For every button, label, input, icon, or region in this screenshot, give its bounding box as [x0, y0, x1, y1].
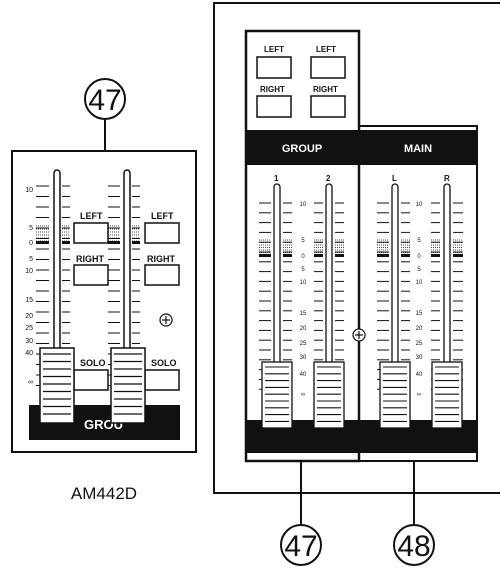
main-header-label: MAIN — [404, 143, 432, 155]
left-scale-label: 25 — [25, 325, 33, 332]
main-header-strip — [359, 130, 477, 165]
right-zero-mark — [335, 254, 344, 257]
right-scale-label: 15 — [416, 311, 423, 317]
right-scale-label: 0 — [301, 254, 305, 260]
callout-48-number: 48 — [397, 530, 430, 563]
left-btn-left-1[interactable] — [73, 222, 109, 244]
group-btn-right-2-label: RIGHT — [313, 85, 338, 94]
right-scale-label: 25 — [300, 341, 307, 347]
callout-47-number: 47 — [284, 530, 317, 563]
left-scale-label: 10 — [25, 268, 33, 275]
left-callout-number: 47 — [88, 84, 121, 117]
right-zero-mark — [283, 254, 292, 257]
left-scale-label: 20 — [25, 313, 33, 320]
right-scale-label: 40 — [416, 372, 423, 378]
right-zero-mark — [401, 254, 410, 257]
group-btn-right-1[interactable] — [256, 95, 292, 118]
right-scale-label: 5 — [301, 267, 305, 273]
left-zero-mark — [36, 241, 49, 244]
left-btn-right-2-label: RIGHT — [147, 254, 176, 264]
right-scale-label: 5 — [417, 267, 421, 273]
group-header-label: GROUP — [282, 143, 322, 155]
channel-label-2: 2 — [326, 174, 331, 183]
left-btn-right-1[interactable] — [73, 264, 109, 286]
right-scale-label: 30 — [416, 355, 423, 361]
right-scale-label: 40 — [300, 372, 307, 378]
left-fader-knobs — [39, 347, 146, 424]
right-scale-label: 5 — [301, 238, 305, 244]
left-scale-label: ∞ — [28, 379, 33, 386]
group-header-strip — [246, 130, 359, 165]
left-scale-label: 30 — [25, 338, 33, 345]
right-zero-mark — [377, 254, 389, 257]
left-fader-knob-1[interactable] — [39, 347, 75, 424]
channel-label-1: 1 — [274, 174, 279, 183]
left-zero-mark — [108, 241, 120, 244]
right-scale-label: 30 — [300, 355, 307, 361]
right-fader-knob-3[interactable] — [379, 361, 411, 429]
group-btn-left-2[interactable] — [310, 56, 346, 79]
right-scale-label: 20 — [416, 326, 423, 332]
left-scale-label: 0 — [29, 240, 33, 247]
right-fader-knob-4[interactable] — [431, 361, 463, 429]
right-scale-label: 5 — [417, 238, 421, 244]
left-scale: 10 5 0 5 10 15 20 25 30 40 ∞ — [25, 187, 33, 386]
right-fader-knob-1[interactable] — [261, 361, 293, 429]
group-btn-right-1-label: RIGHT — [260, 85, 285, 94]
right-scale-label: 20 — [300, 326, 307, 332]
right-scale-label: 10 — [416, 202, 423, 208]
left-btn-left-2-label: LEFT — [151, 211, 174, 221]
right-fader-knob-2[interactable] — [313, 361, 345, 429]
right-scale-label: 10 — [416, 280, 423, 286]
right-scale-label: 0 — [417, 254, 421, 260]
left-scale-label: 5 — [29, 225, 33, 232]
right-zero-mark — [453, 254, 463, 257]
group-btn-left-1[interactable] — [256, 56, 292, 79]
left-btn-solo-2[interactable] — [144, 369, 180, 391]
group-btn-left-2-label: LEFT — [316, 45, 336, 54]
group-btn-right-2[interactable] — [310, 95, 346, 118]
left-btn-right-2[interactable] — [144, 264, 180, 286]
channel-label-R: R — [444, 174, 450, 183]
right-scale-label: 25 — [416, 341, 423, 347]
right-scale: 10 5 0 5 10 15 20 25 30 40 ∞ 10 5 0 5 10 15 20 25 30 40 ∞ — [300, 202, 423, 398]
left-fader-knob-2[interactable] — [110, 347, 146, 424]
callout-48-circle — [393, 524, 435, 566]
right-zero-mark — [259, 254, 271, 257]
channel-label-L: L — [392, 174, 397, 183]
right-zero-mark — [431, 254, 440, 257]
callout-47-circle — [280, 524, 322, 566]
group-btn-left-1-label: LEFT — [264, 45, 284, 54]
right-scale-label: 10 — [300, 202, 307, 208]
right-scale-label: 10 — [300, 280, 307, 286]
left-btn-solo-1-label: SOLO — [80, 358, 106, 368]
left-btn-solo-2-label: SOLO — [151, 358, 177, 368]
right-fader-knobs — [261, 361, 463, 429]
right-scale-label: ∞ — [417, 392, 421, 398]
right-scale-label: ∞ — [301, 392, 305, 398]
right-panel: LEFT LEFT RIGHT RIGHT GROUP MAIN 1 2 L R… — [213, 2, 500, 566]
left-btn-right-1-label: RIGHT — [76, 254, 105, 264]
left-btn-solo-1[interactable] — [73, 369, 109, 391]
left-btn-left-2[interactable] — [144, 222, 180, 244]
left-zero-mark — [132, 241, 140, 244]
left-scale-label: 15 — [25, 297, 33, 304]
right-scale-label: 15 — [300, 311, 307, 317]
model-label: AM442D — [71, 484, 137, 503]
left-btn-left-1-label: LEFT — [80, 211, 103, 221]
left-scale-label: 5 — [29, 256, 33, 263]
left-scale-label: 10 — [25, 187, 33, 194]
left-scale-label: 40 — [25, 350, 33, 357]
left-zero-mark — [62, 241, 70, 244]
main-section-frame — [358, 125, 478, 462]
right-zero-mark — [314, 254, 323, 257]
